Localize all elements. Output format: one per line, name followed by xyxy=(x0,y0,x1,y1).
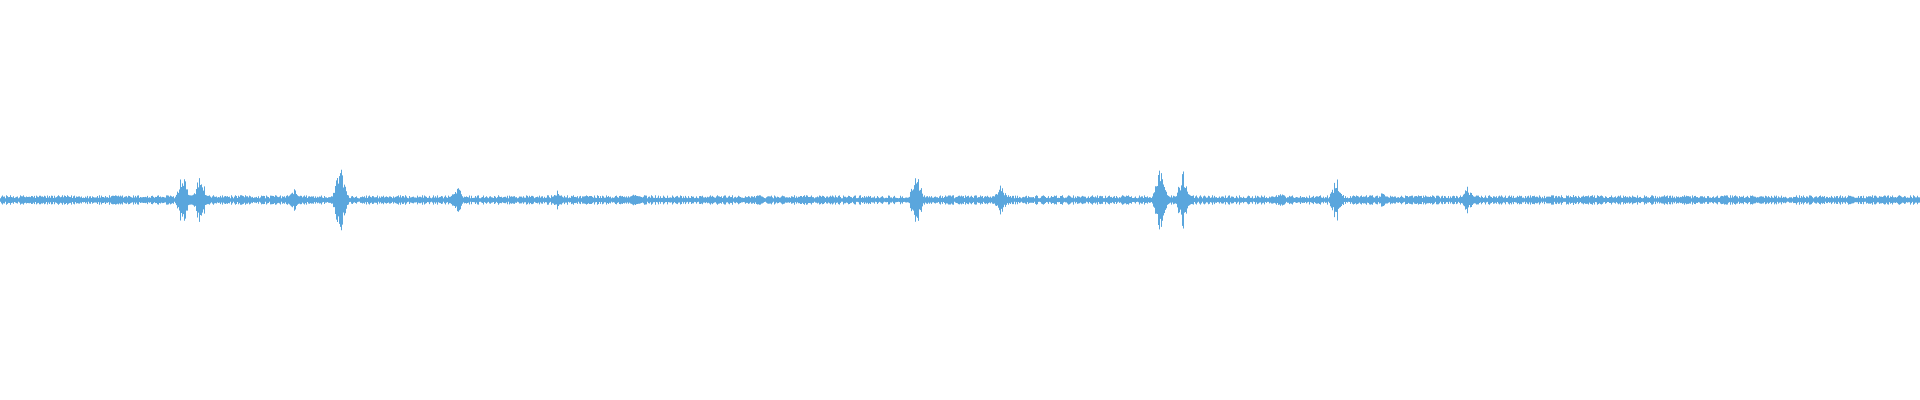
waveform-bars xyxy=(0,169,1920,231)
